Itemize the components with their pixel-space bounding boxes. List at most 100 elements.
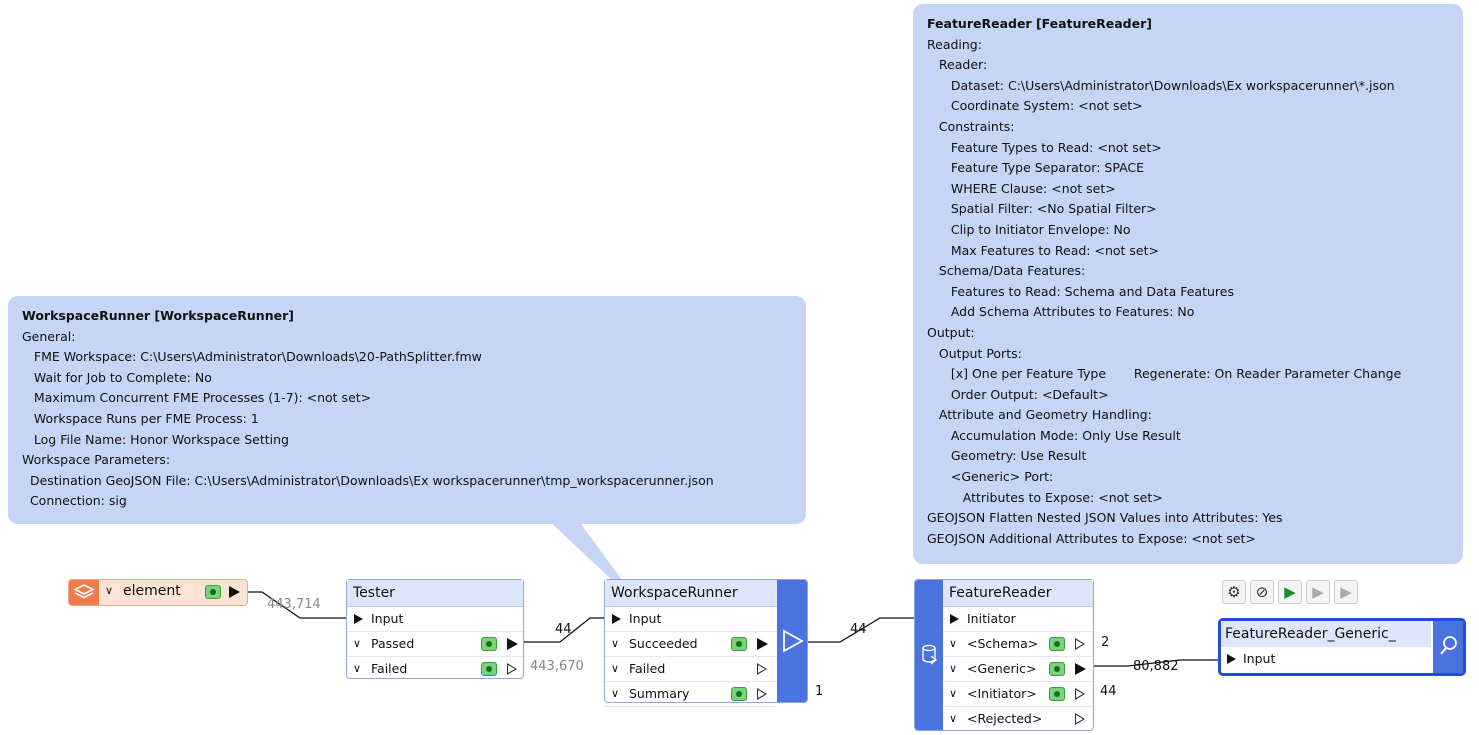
- source-element-node[interactable]: ∨ element: [68, 579, 248, 606]
- tooltip-line: FME Workspace: C:\Users\Administrator\Do…: [22, 349, 482, 365]
- tooltip-line: Destination GeoJSON File: C:\Users\Admin…: [22, 472, 714, 488]
- chevron-down-icon[interactable]: ∨: [353, 662, 362, 675]
- feature-count: 44: [555, 622, 572, 637]
- eye-icon[interactable]: [1049, 662, 1065, 676]
- tooltip-line: Reader:: [927, 57, 988, 73]
- tooltip-line: Order Output: <Default>: [927, 386, 1109, 402]
- eye-icon[interactable]: [481, 662, 497, 676]
- chevron-down-icon[interactable]: ∨: [949, 687, 958, 700]
- eye-icon[interactable]: [1049, 687, 1065, 701]
- eye-icon[interactable]: [1049, 637, 1065, 651]
- feature-count: 80,882: [1133, 659, 1179, 674]
- search-icon: [1440, 636, 1457, 655]
- tooltip-title: WorkspaceRunner [WorkspaceRunner]: [22, 308, 294, 323]
- play-icon: [783, 629, 804, 653]
- feature-count: 443,714: [267, 597, 321, 612]
- reader-strip[interactable]: [915, 580, 943, 730]
- tooltip-line: Output Ports:: [927, 345, 1022, 361]
- tooltip-line: <Generic> Port:: [927, 469, 1054, 485]
- tooltip-line: Geometry: Use Result: [927, 448, 1087, 464]
- tooltip-line: Constraints:: [927, 118, 1015, 134]
- failed-port[interactable]: ∨Failed: [347, 657, 523, 681]
- tooltip-line: Reading:: [927, 36, 982, 52]
- workspace-callout-tail: [548, 520, 622, 580]
- generic-inspector-node[interactable]: FeatureReader_Generic_ Input: [1218, 618, 1466, 676]
- input-port[interactable]: Input: [1221, 647, 1431, 673]
- tooltip-line: Features to Read: Schema and Data Featur…: [927, 283, 1234, 299]
- database-icon: [922, 644, 938, 665]
- feature-reader-transformer[interactable]: FeatureReader Initiator ∨<Schema> ∨<Gene…: [914, 579, 1094, 731]
- output-port-icon[interactable]: [507, 638, 518, 650]
- initiator-input-port[interactable]: Initiator: [943, 607, 1093, 632]
- output-port-icon[interactable]: [757, 638, 768, 650]
- passed-port[interactable]: ∨Passed: [347, 632, 523, 657]
- schema-port[interactable]: ∨<Schema>: [943, 632, 1093, 657]
- output-port-icon[interactable]: [757, 663, 767, 675]
- eye-icon[interactable]: [481, 637, 497, 651]
- tooltip-line: Accumulation Mode: Only Use Result: [927, 427, 1181, 443]
- tooltip-line: GEOJSON Flatten Nested JSON Values into …: [927, 510, 1283, 526]
- transformer-toolbar: ⚙ ⊘ ▶ ▶ ▶: [1222, 580, 1358, 604]
- inspector-title: FeatureReader_Generic_: [1221, 621, 1431, 647]
- gear-icon[interactable]: ⚙: [1222, 580, 1246, 604]
- output-port-icon[interactable]: [757, 688, 767, 700]
- output-port-icon[interactable]: [1075, 688, 1085, 700]
- eye-icon[interactable]: [731, 687, 747, 701]
- run-to-this-icon[interactable]: ▶: [1278, 580, 1302, 604]
- transformer-title: WorkspaceRunner: [605, 580, 777, 607]
- run-strip[interactable]: [777, 580, 807, 702]
- tooltip-line: Connection: sig: [22, 493, 127, 509]
- output-port-icon[interactable]: [229, 586, 240, 598]
- chevron-down-icon[interactable]: ∨: [949, 662, 958, 675]
- tooltip-line: Coordinate System: <not set>: [927, 98, 1143, 114]
- failed-port[interactable]: ∨Failed: [605, 657, 777, 682]
- tooltip-line: Workspace Parameters:: [22, 452, 171, 468]
- output-port-icon[interactable]: [1075, 713, 1085, 725]
- feature-count: 44: [850, 622, 867, 637]
- chevron-down-icon[interactable]: ∨: [611, 662, 620, 675]
- tooltip-line: GEOJSON Additional Attributes to Expose:…: [927, 530, 1256, 546]
- source-label: element: [123, 583, 181, 599]
- output-port-icon[interactable]: [507, 663, 517, 675]
- transformer-title: FeatureReader: [943, 580, 1093, 607]
- chevron-down-icon[interactable]: ∨: [353, 637, 362, 650]
- tooltip-line: Feature Types to Read: <not set>: [927, 139, 1162, 155]
- workspace-runner-transformer[interactable]: WorkspaceRunner Input ∨Succeeded ∨Failed…: [604, 579, 808, 707]
- output-port-icon[interactable]: [1075, 638, 1085, 650]
- tooltip-line: Attributes to Expose: <not set>: [927, 489, 1163, 505]
- transformer-title: Tester: [347, 580, 523, 607]
- run-from-this-icon[interactable]: ▶: [1306, 580, 1330, 604]
- succeeded-port[interactable]: ∨Succeeded: [605, 632, 777, 657]
- tooltip-line: Wait for Job to Complete: No: [22, 369, 212, 385]
- inspect-strip[interactable]: [1433, 621, 1463, 673]
- tooltip-line: Maximum Concurrent FME Processes (1-7): …: [22, 390, 372, 406]
- feature-count: 44: [1100, 684, 1117, 699]
- tooltip-line: [x] One per Feature Type Regenerate: On …: [927, 366, 1402, 382]
- tooltip-line: Add Schema Attributes to Features: No: [927, 304, 1195, 320]
- tooltip-line: Schema/Data Features:: [927, 263, 1086, 279]
- run-partial-icon[interactable]: ▶: [1334, 580, 1358, 604]
- eye-icon[interactable]: [205, 585, 221, 599]
- summary-port[interactable]: ∨Summary: [605, 682, 777, 707]
- tooltip-line: Log File Name: Honor Workspace Setting: [22, 431, 289, 447]
- tooltip-line: Workspace Runs per FME Process: 1: [22, 410, 259, 426]
- input-port-icon: [950, 614, 959, 624]
- tooltip-title: FeatureReader [FeatureReader]: [927, 16, 1152, 31]
- tester-transformer[interactable]: Tester Input ∨Passed ∨Failed: [346, 579, 524, 679]
- tooltip-line: WHERE Clause: <not set>: [927, 180, 1116, 196]
- generic-port[interactable]: ∨<Generic>: [943, 657, 1093, 682]
- output-port-icon[interactable]: [1075, 663, 1086, 675]
- initiator-output-port[interactable]: ∨<Initiator>: [943, 682, 1093, 707]
- chevron-down-icon[interactable]: ∨: [949, 637, 958, 650]
- chevron-down-icon[interactable]: ∨: [105, 584, 114, 597]
- input-port[interactable]: Input: [605, 607, 777, 632]
- chevron-down-icon[interactable]: ∨: [611, 687, 620, 700]
- eye-icon[interactable]: [731, 637, 747, 651]
- tooltip-line: Spatial Filter: <No Spatial Filter>: [927, 201, 1157, 217]
- tooltip-line: Clip to Initiator Envelope: No: [927, 221, 1131, 237]
- disable-icon[interactable]: ⊘: [1250, 580, 1274, 604]
- chevron-down-icon[interactable]: ∨: [949, 712, 958, 725]
- rejected-port[interactable]: ∨<Rejected>: [943, 707, 1093, 731]
- input-port[interactable]: Input: [347, 607, 523, 632]
- chevron-down-icon[interactable]: ∨: [611, 637, 620, 650]
